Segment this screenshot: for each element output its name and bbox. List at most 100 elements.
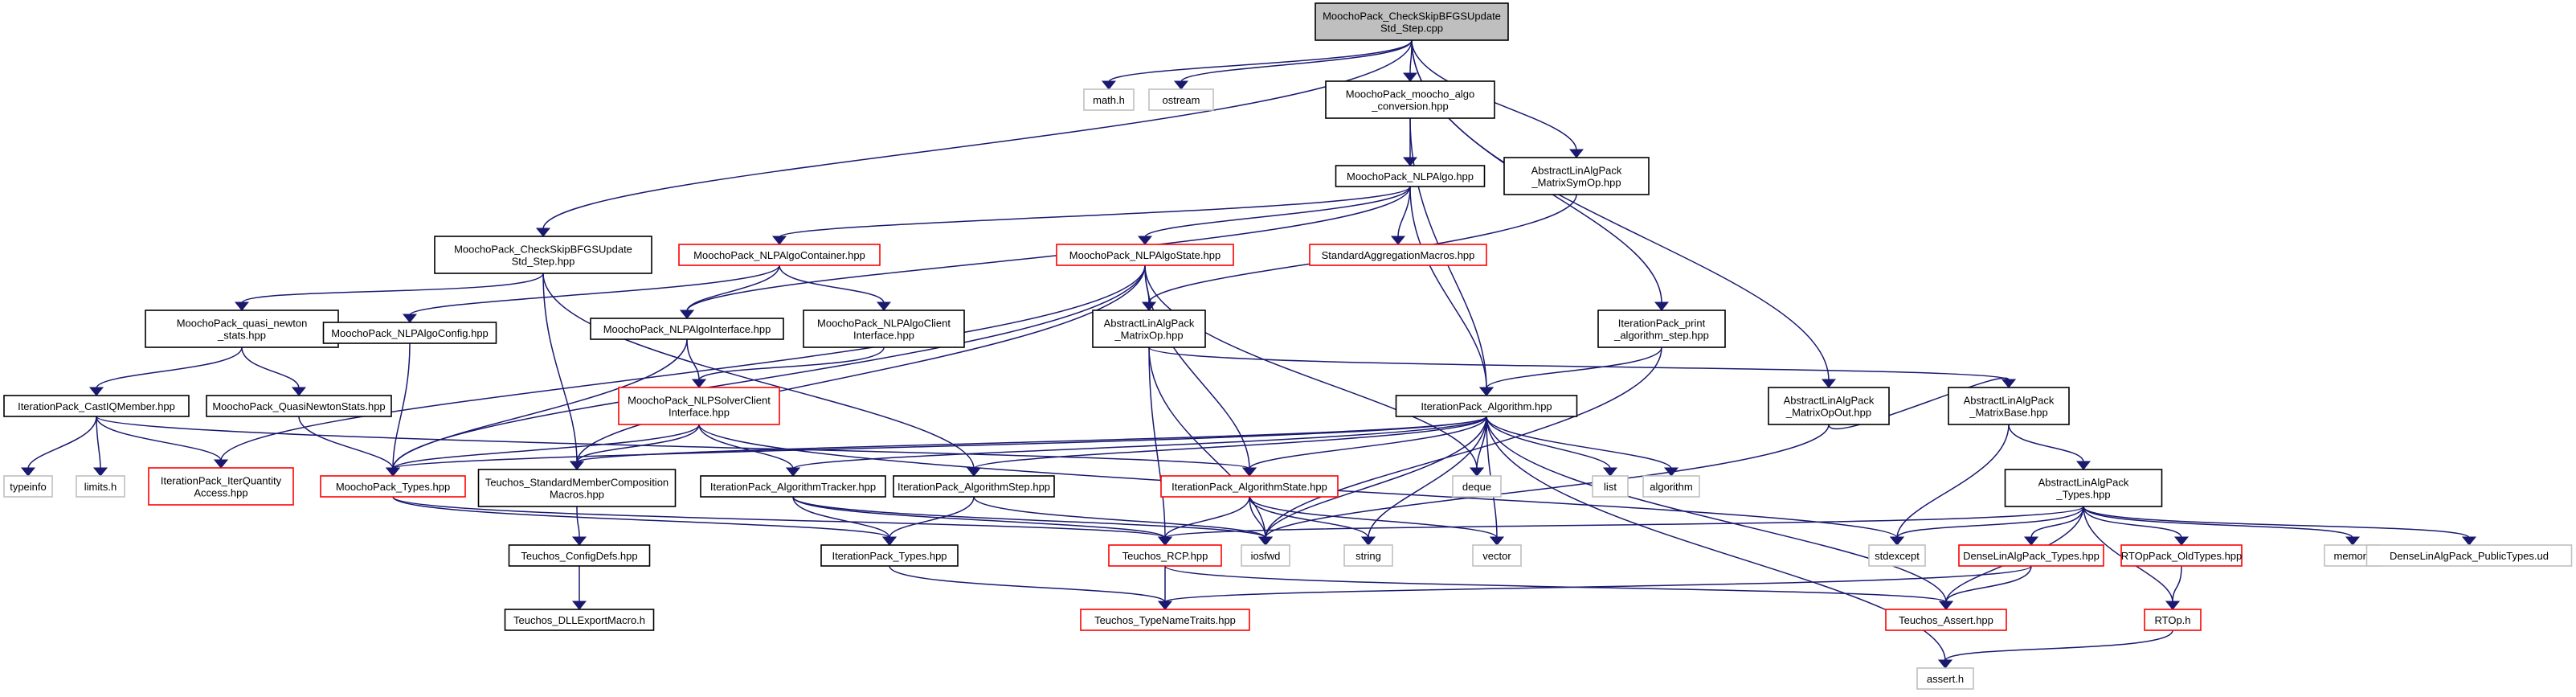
node-configdefs[interactable]: Teuchos_ConfigDefs.hpp xyxy=(508,544,651,567)
node-absopout[interactable]: AbstractLinAlgPack_MatrixOpOut.hpp xyxy=(1768,387,1890,425)
node-box xyxy=(504,609,655,631)
node-moochoalgo[interactable]: MoochoPack_moocho_algo_conversion.hpp xyxy=(1325,80,1495,119)
node-label: typeinfo xyxy=(10,481,47,493)
edge-root-to-ostream xyxy=(1173,39,1413,90)
node-assert[interactable]: Teuchos_Assert.hpp xyxy=(1885,609,2007,631)
node-limitsh[interactable]: limits.h xyxy=(76,475,125,498)
edge-arrowhead xyxy=(402,314,418,323)
node-itstep[interactable]: IterationPack_AlgorithmStep.hpp xyxy=(893,475,1055,498)
node-root[interactable]: MoochoPack_CheckSkipBFGSUpdateStd_Step.c… xyxy=(1315,2,1509,41)
node-mptypes[interactable]: MoochoPack_Types.hpp xyxy=(320,475,466,498)
node-label: iosfwd xyxy=(1251,550,1281,562)
node-algorithm[interactable]: algorithm xyxy=(1642,475,1700,498)
node-nlpiface[interactable]: MoochoPack_NLPAlgoInterface.hpp xyxy=(590,318,784,340)
node-rcp[interactable]: Teuchos_RCP.hpp xyxy=(1108,544,1222,567)
node-box xyxy=(803,310,965,348)
node-abssymop[interactable]: AbstractLinAlgPack_MatrixSymOp.hpp xyxy=(1503,157,1650,195)
node-nlpstate[interactable]: MoochoPack_NLPAlgoState.hpp xyxy=(1056,244,1234,266)
edge-nlpcont-to-nlpiface xyxy=(679,264,780,319)
edge-arrowhead xyxy=(1402,72,1418,82)
edge-arrowhead xyxy=(571,536,587,546)
edge-arrowhead xyxy=(1937,659,1953,669)
node-dltypes[interactable]: DenseLinAlgPack_Types.hpp xyxy=(1958,544,2104,567)
edge-line xyxy=(1828,377,2010,430)
node-vector[interactable]: vector xyxy=(1472,544,1522,567)
node-abstypes[interactable]: AbstractLinAlgPack_Types.hpp xyxy=(2004,469,2163,507)
edge-arrowhead xyxy=(1568,149,1584,158)
node-chkhpp[interactable]: MoochoPack_CheckSkipBFGSUpdateStd_Step.h… xyxy=(434,236,652,274)
node-box xyxy=(893,475,1055,498)
node-dlpub[interactable]: DenseLinAlgPack_PublicTypes.ud xyxy=(2365,544,2573,567)
edge-line xyxy=(792,496,890,539)
node-stdexcept[interactable]: stdexcept xyxy=(1868,544,1926,567)
node-rtoph[interactable]: RTOp.h xyxy=(2144,609,2202,631)
edge-line xyxy=(392,496,890,539)
node-printstep[interactable]: IterationPack_print_algorithm_step.hpp xyxy=(1597,310,1726,348)
edge-arrowhead xyxy=(2461,536,2477,546)
edge-line xyxy=(792,496,1166,539)
node-iosfwd[interactable]: iosfwd xyxy=(1241,544,1290,567)
node-label: IterationPack_print xyxy=(1618,318,1706,330)
node-label: _MatrixBase.hpp xyxy=(1969,407,2048,419)
node-absmatop[interactable]: AbstractLinAlgPack_MatrixOp.hpp xyxy=(1092,310,1206,348)
node-ittracker[interactable]: IterationPack_AlgorithmTracker.hpp xyxy=(700,475,886,498)
edge-castiq-to-typeinfo xyxy=(20,416,97,477)
edge-line xyxy=(1144,264,1478,469)
node-nlpalgo[interactable]: MoochoPack_NLPAlgo.hpp xyxy=(1335,165,1486,187)
node-nlpconfig[interactable]: MoochoPack_NLPAlgoConfig.hpp xyxy=(322,322,497,344)
node-label: IterationPack_CastIQMember.hpp xyxy=(18,400,175,412)
edge-line xyxy=(1164,496,1250,539)
edge-line xyxy=(392,496,1166,539)
edge-line xyxy=(1249,496,1266,539)
node-itstate[interactable]: IterationPack_AlgorithmState.hpp xyxy=(1160,475,1339,498)
node-stdagg[interactable]: StandardAggregationMacros.hpp xyxy=(1309,244,1487,266)
edge-arrowhead xyxy=(234,301,250,311)
node-label: Interface.hpp xyxy=(853,330,914,342)
node-absbase[interactable]: AbstractLinAlgPack_MatrixBase.hpp xyxy=(1948,387,2070,425)
node-deque[interactable]: deque xyxy=(1452,475,1502,498)
node-label: MoochoPack_NLPAlgoConfig.hpp xyxy=(331,327,489,339)
node-quasi[interactable]: MoochoPack_quasi_newton_stats.hpp xyxy=(145,310,339,348)
edge-arrowhead xyxy=(1157,536,1173,546)
edge-quasi-to-qnstats xyxy=(241,346,307,396)
edge-arrowhead xyxy=(1469,467,1485,477)
edge-line xyxy=(1368,416,1487,539)
edge-line xyxy=(2172,565,2182,603)
node-rtopold[interactable]: RTOpPack_OldTypes.hpp xyxy=(2120,544,2243,567)
edge-arrowhead xyxy=(2345,536,2361,546)
node-box xyxy=(1642,475,1700,498)
node-italgo[interactable]: IterationPack_Algorithm.hpp xyxy=(1395,395,1578,417)
edge-line xyxy=(2030,506,2084,539)
node-box xyxy=(1325,80,1495,119)
edge-ittypes-to-typename xyxy=(889,565,1173,610)
node-mathh[interactable]: math.h xyxy=(1083,88,1135,111)
node-castiq[interactable]: IterationPack_CastIQMember.hpp xyxy=(3,395,190,417)
node-nlpcont[interactable]: MoochoPack_NLPAlgoContainer.hpp xyxy=(678,244,881,266)
node-ittypes[interactable]: IterationPack_Types.hpp xyxy=(820,544,959,567)
node-ostream[interactable]: ostream xyxy=(1148,88,1214,111)
edge-line xyxy=(686,264,780,312)
edge-arrowhead xyxy=(571,601,587,610)
node-box xyxy=(1948,387,2070,425)
edge-rtopold-to-rtoph xyxy=(2165,565,2182,610)
edge-italgo-to-itstate xyxy=(1241,416,1487,477)
edge-line xyxy=(1409,186,1487,389)
node-string[interactable]: string xyxy=(1343,544,1393,567)
node-stdmember[interactable]: Teuchos_StandardMemberCompositionMacros.… xyxy=(477,469,677,507)
edge-arrowhead xyxy=(2075,461,2091,470)
edge-nlpalgo-to-nlpstate xyxy=(1137,186,1411,245)
edge-line xyxy=(1249,496,1369,539)
edge-line xyxy=(1148,346,1166,539)
node-typeinfo[interactable]: typeinfo xyxy=(3,475,53,498)
node-list[interactable]: list xyxy=(1592,475,1629,498)
node-dllexport[interactable]: Teuchos_DLLExportMacro.h xyxy=(504,609,655,631)
edge-dltypes-to-assert xyxy=(1938,565,2032,610)
node-typename[interactable]: Teuchos_TypeNameTraits.hpp xyxy=(1080,609,1250,631)
edge-italgo-to-asserth xyxy=(1486,416,1953,669)
node-qnstats[interactable]: MoochoPack_QuasiNewtonStats.hpp xyxy=(206,395,392,417)
node-asserth[interactable]: assert.h xyxy=(1916,667,1974,690)
node-label: Teuchos_ConfigDefs.hpp xyxy=(521,550,637,562)
